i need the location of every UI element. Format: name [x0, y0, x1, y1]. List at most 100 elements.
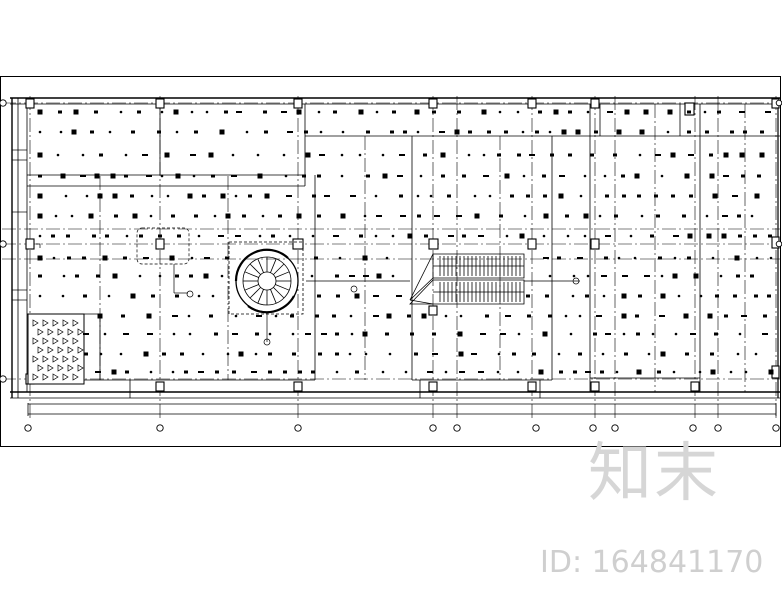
- light-fixture: [84, 352, 88, 356]
- light-fixture: [83, 333, 89, 335]
- light-fixture: [757, 174, 761, 178]
- light-fixture: [169, 255, 175, 261]
- light-fixture: [414, 109, 420, 115]
- light-fixture: [526, 294, 530, 298]
- light-fixture: [586, 274, 590, 278]
- light-fixture: [317, 174, 321, 178]
- light-fixture: [90, 130, 94, 134]
- light-fixture: [92, 234, 96, 238]
- light-fixture: [305, 333, 311, 335]
- light-fixture: [744, 370, 748, 374]
- light-fixture: [682, 214, 686, 218]
- light-fixture: [218, 235, 224, 237]
- light-fixture: [760, 130, 764, 134]
- light-fixture: [516, 370, 520, 374]
- light-fixture: [499, 214, 503, 218]
- light-fixture: [220, 193, 226, 199]
- light-fixture: [366, 130, 370, 134]
- light-fixture: [672, 370, 676, 374]
- light-fixture: [542, 234, 546, 238]
- light-fixture: [573, 370, 577, 374]
- light-fixture: [693, 273, 699, 279]
- light-fixture: [467, 153, 471, 157]
- light-fixture: [373, 295, 379, 297]
- light-fixture: [197, 294, 201, 298]
- light-fixture: [37, 213, 43, 219]
- light-fixture: [37, 109, 43, 115]
- light-fixture: [362, 331, 368, 337]
- light-fixture: [124, 153, 128, 157]
- left-wall-details: [12, 149, 27, 301]
- light-fixture: [496, 370, 500, 374]
- light-fixture: [590, 153, 594, 157]
- light-fixture: [754, 294, 758, 298]
- light-fixture: [538, 369, 544, 375]
- light-fixture: [683, 313, 689, 319]
- light-fixture: [340, 174, 344, 178]
- light-fixture: [338, 256, 342, 260]
- light-fixture: [123, 333, 129, 335]
- light-fixture: [358, 109, 364, 115]
- light-fixture: [677, 294, 681, 298]
- light-fixture: [689, 194, 693, 198]
- light-fixture: [706, 233, 712, 239]
- light-fixture: [736, 274, 740, 278]
- light-fixture: [94, 173, 100, 179]
- light-fixture: [482, 153, 486, 157]
- light-fixture: [624, 352, 628, 356]
- light-fixture: [236, 111, 242, 113]
- light-fixture: [685, 352, 689, 356]
- light-fixture: [605, 235, 611, 237]
- light-fixture: [332, 314, 336, 318]
- light-fixture: [710, 352, 714, 356]
- light-fixture: [194, 214, 198, 218]
- light-fixture: [575, 129, 581, 135]
- light-fixture: [108, 130, 112, 134]
- light-fixture: [724, 314, 728, 318]
- light-fixture: [121, 314, 125, 318]
- light-fixture: [709, 173, 715, 179]
- light-fixture: [349, 314, 353, 318]
- light-fixture: [767, 294, 771, 298]
- light-fixture: [188, 332, 192, 336]
- light-fixture: [723, 152, 729, 158]
- light-fixture: [478, 235, 484, 237]
- light-fixture: [94, 110, 98, 114]
- light-fixture: [483, 175, 489, 177]
- light-fixture: [198, 371, 204, 373]
- light-fixture: [634, 173, 640, 179]
- light-fixture: [444, 370, 448, 374]
- light-fixture: [710, 369, 716, 375]
- light-fixture: [302, 174, 306, 178]
- light-fixture: [456, 215, 462, 217]
- light-fixture: [381, 370, 385, 374]
- light-fixture: [147, 333, 153, 335]
- light-fixture: [529, 154, 535, 156]
- light-fixture: [255, 332, 259, 336]
- light-fixture: [203, 273, 209, 279]
- light-fixture: [137, 110, 141, 114]
- light-fixture: [311, 370, 315, 374]
- light-fixture: [578, 314, 582, 318]
- light-fixture: [715, 294, 719, 298]
- light-fixture: [711, 256, 715, 260]
- light-fixture: [202, 194, 206, 198]
- light-fixture: [336, 294, 340, 298]
- light-fixture: [175, 173, 181, 179]
- light-fixture: [254, 352, 258, 356]
- light-fixture: [717, 110, 721, 114]
- light-fixture: [88, 213, 94, 219]
- light-fixture: [737, 214, 741, 218]
- spiral-stair: [228, 241, 304, 315]
- light-fixture: [617, 256, 621, 260]
- light-fixture: [488, 194, 492, 198]
- light-fixture: [190, 154, 196, 156]
- light-fixture: [208, 152, 214, 158]
- light-fixture: [38, 130, 42, 134]
- light-fixture: [571, 294, 575, 298]
- light-fixture: [177, 234, 181, 238]
- light-fixture: [374, 234, 378, 238]
- light-fixture: [542, 174, 546, 178]
- light-fixture: [743, 130, 747, 134]
- light-fixture: [736, 352, 740, 356]
